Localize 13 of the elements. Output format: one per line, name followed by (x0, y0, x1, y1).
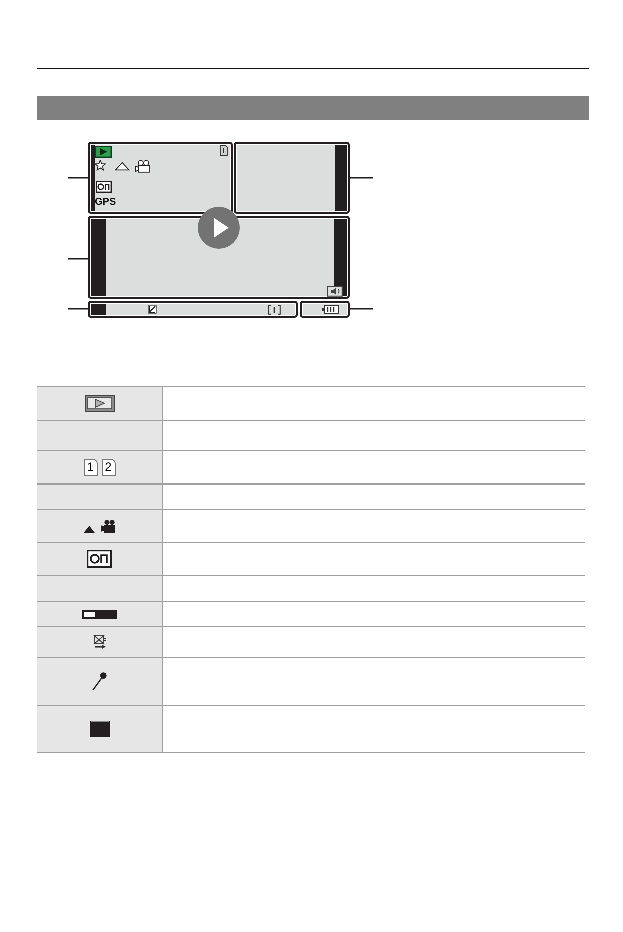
leader-line (350, 308, 373, 310)
screen-info-panel (88, 142, 233, 214)
slot-number-tag: 1 (84, 458, 98, 476)
slot-number-tag: 2 (102, 458, 116, 476)
leader-line (68, 258, 88, 260)
leader-line (350, 177, 373, 179)
screen-main-panel (88, 216, 350, 299)
screen-side-panel (234, 142, 350, 214)
leader-line (68, 308, 88, 310)
gps-label: GPS (95, 198, 116, 208)
screen-status-bar (300, 301, 350, 318)
screen-bottom-bar (88, 301, 298, 318)
leader-line (68, 177, 88, 179)
